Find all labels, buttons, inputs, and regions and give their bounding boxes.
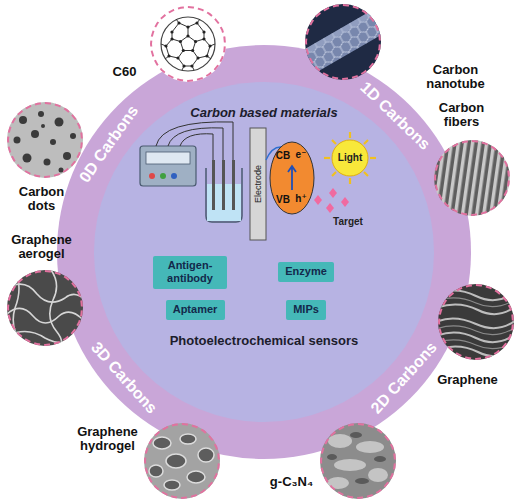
box-label: MIPs	[293, 303, 319, 316]
material-circle: Carbon nanotube	[305, 4, 381, 80]
carrier-label: h⁺	[295, 194, 306, 204]
graphene-image	[436, 282, 516, 362]
target-molecules	[314, 188, 349, 213]
electrode-label: Electrode	[254, 165, 263, 203]
material-label: Graphene	[432, 372, 504, 387]
material-label: Carbon dots	[14, 185, 70, 215]
carbon-dots-image	[5, 100, 85, 180]
light-label: Light	[338, 153, 362, 163]
material-circle: Graphene aerogel	[7, 270, 83, 346]
material-circle: C60	[150, 6, 226, 82]
recognition-box: Aptamer	[166, 300, 225, 320]
material-label: g-C₃N₄	[262, 474, 322, 489]
target-label: Target	[333, 217, 363, 227]
inner-circle: Carbon based materialsPhotoelectrochemic…	[94, 82, 434, 422]
box-label: Enzyme	[285, 265, 327, 278]
material-circle: g-C₃N₄	[320, 423, 396, 499]
gcn-image	[318, 421, 398, 501]
recognition-box: Antigen-antibody	[153, 256, 227, 289]
material-label: Graphene aerogel	[10, 233, 74, 263]
excitation-arrow	[288, 166, 296, 190]
photoactive-particle	[270, 142, 314, 214]
band-label: CB	[276, 151, 290, 161]
workstation	[140, 146, 196, 186]
aerogel-image	[5, 268, 85, 348]
box-label: Aptamer	[173, 303, 218, 316]
hydrogel-image	[142, 421, 222, 501]
material-circle: Graphene hydrogel	[144, 423, 220, 499]
recognition-box: Enzyme	[278, 262, 334, 282]
material-label: Carbon nanotube	[420, 63, 492, 93]
fibers-image	[427, 133, 517, 223]
carrier-label: e⁻	[296, 150, 307, 160]
inner-disc	[94, 82, 434, 422]
box-label: Antigen-antibody	[160, 259, 220, 285]
material-circle: Carbon fibers	[434, 140, 510, 216]
material-circle: Graphene	[438, 284, 514, 360]
electrochemical-cell	[156, 122, 242, 222]
circle-heading: Carbon based materials	[154, 105, 374, 120]
recognition-box: MIPs	[286, 300, 326, 320]
band-label: VB	[276, 195, 290, 205]
electrode-bar	[250, 128, 266, 240]
light-sun	[324, 132, 376, 184]
material-circle: Carbon dots	[7, 102, 83, 178]
outer-ring	[57, 45, 471, 459]
material-label: Carbon fibers	[432, 101, 492, 131]
nanotube-image	[285, 1, 402, 84]
material-label: Graphene hydrogel	[76, 425, 140, 455]
c60-image	[148, 4, 228, 84]
material-label: C60	[100, 64, 150, 79]
circle-subheading: Photoelectrochemical sensors	[144, 333, 384, 348]
